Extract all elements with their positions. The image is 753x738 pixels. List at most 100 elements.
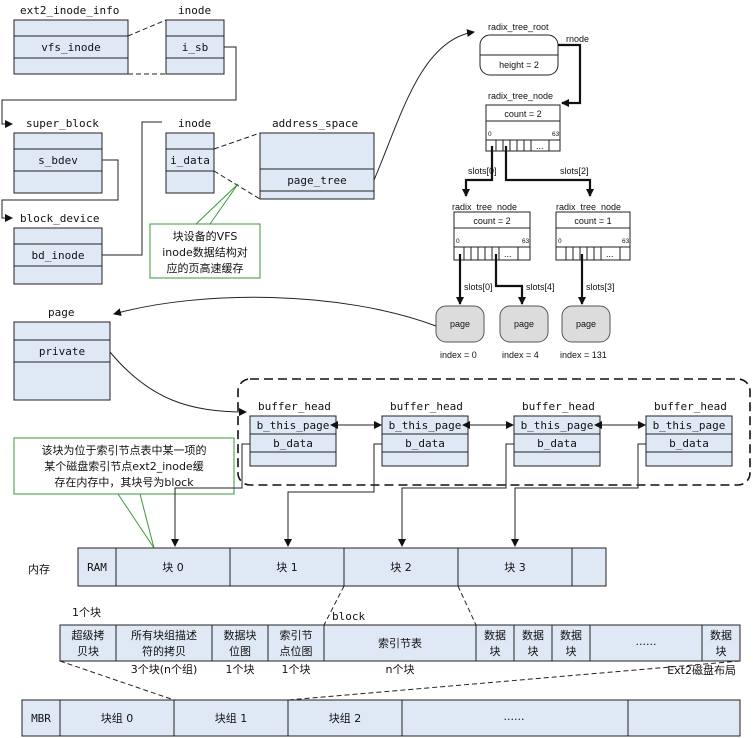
radix-node-1-dots: ... [536,141,544,151]
struct-ext2-inode-info: ext2_inode_info vfs_inode [13,4,129,75]
ext2-layout-caption: Ext2磁盘布局 [667,663,736,677]
page-title: page [48,306,75,319]
block-device-title: block_device [20,212,99,225]
i-sb-field: i_sb [182,41,209,54]
cell-gdt-copy-1: 所有块组描述 [131,628,197,642]
inode-1-title: inode [178,4,211,17]
memory-row: 内存 RAM 块 0 块 1 块 2 块 3 [28,547,607,587]
radix-node-2-idx63: 63 [522,238,530,245]
index-0-label: index = 0 [440,350,477,360]
radix-page-4 [499,305,549,343]
buffer-head-1: buffer_head b_this_page b_data [381,400,469,467]
radix-root-height: height = 2 [499,60,539,70]
cell-data-bitmap-2: 位图 [229,644,251,658]
radix-node-3-count: count = 1 [574,216,611,226]
disk-row: MBR 块组 0 块组 1 块组 2 ...... [21,699,741,737]
cell-ellipsis: ...... [636,635,657,648]
radix-node-3-dots: ... [606,249,614,259]
slot2-label: slots[2] [560,166,589,176]
block-note-line-2: 某个磁盘索引节点ext2_inode缓 [44,459,203,473]
cell-inode-table: 索引节表 [378,636,422,650]
vfs-inode-field: vfs_inode [41,41,101,54]
buffer-head-2-f2: b_data [537,437,577,450]
private-field: private [39,345,85,358]
radix-tree: radix_tree_root height = 2 rnode radix_t… [435,22,631,360]
memory-label: 内存 [28,562,50,576]
radix-node-1-count: count = 2 [504,109,541,119]
radix-root-title: radix_tree_root [488,22,549,32]
buffer-head-2: buffer_head b_this_page b_data [513,400,601,467]
cache-note: 块设备的VFS inode数据结构对 应的页高速缓存 [149,183,261,279]
buffer-head-2-title: buffer_head [522,400,595,413]
ram-label: RAM [87,561,107,574]
cell-data-c-2: 块 [566,645,577,658]
mem-block-1: 块 1 [276,561,298,574]
ext2-layout-row: 1个块 超级拷 贝块 所有块组描述 符的拷贝 数据块 位图 索引节 点位图 索引… [59,606,741,677]
radix-page-131 [561,305,611,343]
radix-page-131-label: page [576,319,596,329]
buffer-head-0-f2: b_data [273,437,313,450]
struct-inode-2: inode i_data [165,117,215,194]
ext2-inode-info-title: ext2_inode_info [20,4,119,17]
page-tree-field: page_tree [287,174,347,187]
block-note: 该块为位于索引节点表中某一项的 某个磁盘索引节点ext2_inode缓 存在内存… [13,437,235,549]
cell-data-d-2: 块 [716,645,727,658]
buffer-head-3: buffer_head b_this_page b_data [645,400,733,467]
disk-group-0: 块组 0 [101,711,134,725]
s-bdev-field: s_bdev [38,154,78,167]
buffer-head-2-f1: b_this_page [521,419,594,432]
buffer-head-1-title: buffer_head [390,400,463,413]
radix-page-4-label: page [514,319,534,329]
radix-node-title-3: radix_tree_node [556,202,621,212]
inode-2-title: inode [178,117,211,130]
cell-data-b-2: 块 [528,645,539,658]
cell-data-a-1: 数据 [484,628,506,642]
cell-data-a-2: 块 [490,645,501,658]
cell-gdt-copy-2: 符的拷贝 [142,644,186,658]
slot3-label: slots[3] [586,282,615,292]
radix-page-0 [435,305,485,343]
mem-block-2: 块 2 [390,561,412,574]
disk-group-2: 块组 2 [329,711,362,725]
cell-super-copy-1: 超级拷 [72,628,105,642]
radix-node-2-dots: ... [504,249,512,259]
buffer-head-0-f1: b_this_page [257,419,330,432]
disk-group-1: 块组 1 [215,711,248,725]
cell-data-d-1: 数据 [710,628,732,642]
bd-inode-field: bd_inode [32,249,85,262]
block-note-line-1: 该块为位于索引节点表中某一项的 [42,443,207,457]
cell-super-copy-2: 贝块 [77,645,99,658]
index-131-label: index = 131 [560,350,607,360]
radix-node-title-2: radix_tree_node [452,202,517,212]
under-label-inode-table: n个块 [386,663,415,676]
radix-node-1-idx63: 63 [552,131,560,138]
rnode-label: rnode [566,34,589,44]
under-label-data-bitmap: 1个块 [226,663,255,676]
buffer-head-3-f2: b_data [669,437,709,450]
cache-note-line-3: 应的页高速缓存 [167,261,244,275]
cell-inode-bitmap-2: 点位图 [280,644,313,658]
slot4-label: slots[4] [526,282,555,292]
buffer-head-1-f1: b_this_page [389,419,462,432]
slot0-label-2: slots[0] [464,282,493,292]
radix-node-2-idx0: 0 [456,238,460,245]
block-label: block [332,610,365,623]
struct-super-block: super_block s_bdev [13,117,103,194]
cache-note-line-2: inode数据结构对 [162,245,248,259]
cell-data-bitmap-1: 数据块 [224,628,257,642]
block-note-line-3: 存在内存中，其块号为block [54,475,194,489]
buffer-heads-group [237,378,751,486]
mbr-label: MBR [31,712,51,725]
buffer-head-1-f2: b_data [405,437,445,450]
disk-group-ellipsis: ...... [504,710,525,723]
struct-address-space: address_space page_tree [259,117,375,200]
buffer-head-3-f1: b_this_page [653,419,726,432]
buffer-head-0: buffer_head b_this_page b_data [249,400,337,467]
cell-data-b-1: 数据 [522,628,544,642]
radix-node-title-1: radix_tree_node [488,91,553,101]
radix-node-2-count: count = 2 [473,216,510,226]
super-block-title: super_block [26,117,99,130]
radix-node-3-idx0: 0 [558,238,562,245]
